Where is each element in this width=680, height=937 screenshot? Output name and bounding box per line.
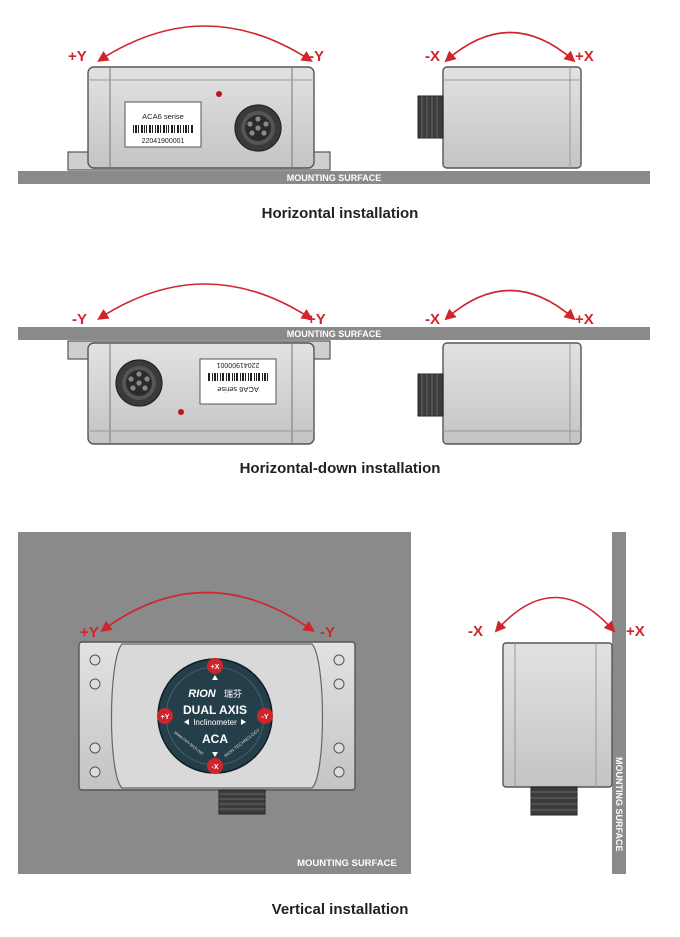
dial-title: DUAL AXIS — [183, 703, 247, 717]
side-bottom-connector — [530, 786, 578, 816]
x-rotation-arrow — [444, 31, 576, 63]
sensor-side-view-vertical — [502, 642, 613, 816]
serial-number: 22041900001 — [142, 138, 185, 145]
plus-x-label: +X — [575, 48, 594, 65]
minus-x-label-down: -X — [425, 311, 440, 328]
dial-subtitle: Inclinometer — [193, 718, 237, 727]
x-rotation-arrow-vertical — [494, 596, 616, 633]
vertical-installation: MOUNTING SURFACE +Y -Y +X -X +Y -Y — [18, 532, 645, 874]
connector-icon-down — [115, 359, 163, 407]
status-led — [216, 91, 222, 97]
product-label-down: ACA6 serise 22041900001 — [199, 358, 277, 405]
sensor-front-view: ACA6 serise 22041900001 — [67, 66, 331, 171]
vertical-wall-label: MOUNTING SURFACE — [614, 757, 624, 852]
horizontal-down-installation: -Y +Y -X +X MOUNTING SURFACE ACA6 serise — [18, 283, 650, 445]
plus-y-label-vertical: +Y — [80, 624, 99, 641]
sensor-side-view — [417, 66, 582, 169]
caption-horizontal-down: Horizontal-down installation — [239, 460, 441, 477]
x-rotation-arrow-down — [444, 289, 576, 321]
minus-x-label-vertical: -X — [468, 623, 483, 640]
dial-mark-minus-y: -Y — [262, 714, 269, 721]
dial-mark-plus-x: +X — [211, 664, 220, 671]
vertical-wall-side — [612, 532, 626, 874]
minus-x-label: -X — [425, 48, 440, 65]
dial-mark-minus-x: -X — [212, 764, 219, 771]
dial-mark-plus-y: +Y — [161, 714, 170, 721]
minus-y-label: -Y — [309, 48, 324, 65]
plus-y-label: +Y — [68, 48, 87, 65]
mounting-surface — [18, 171, 650, 184]
dial-brand: RION — [188, 688, 217, 700]
plus-x-label-vertical: +X — [626, 623, 645, 640]
minus-y-label-vertical: -Y — [320, 624, 335, 641]
mounting-surface-down — [18, 327, 650, 340]
y-rotation-arrow-down — [97, 283, 313, 320]
horizontal-installation: +Y -Y ACA6 serise 22041900001 — [18, 25, 650, 184]
series-label-down: ACA6 serise — [217, 385, 259, 394]
plus-y-label-down: +Y — [307, 311, 326, 328]
status-led-down — [178, 409, 184, 415]
sensor-side-view-down — [417, 342, 582, 445]
series-label: ACA6 serise — [142, 112, 184, 121]
connector-icon — [234, 104, 282, 152]
minus-y-label-down: -Y — [72, 311, 87, 328]
mounting-surface-label: MOUNTING SURFACE — [287, 173, 382, 183]
plus-x-label-down: +X — [575, 311, 594, 328]
vertical-mounting-surface-label: MOUNTING SURFACE — [297, 858, 397, 869]
mounting-surface-label-down: MOUNTING SURFACE — [287, 329, 382, 339]
y-rotation-arrow-vertical — [100, 591, 315, 632]
barcode — [133, 125, 193, 133]
caption-horizontal: Horizontal installation — [261, 205, 419, 222]
serial-number-down: 22041900001 — [216, 361, 259, 368]
dial-face: +X -X +Y -Y RION 瑞芬 DUAL AXIS Inclinomet… — [157, 658, 273, 774]
y-rotation-arrow — [97, 25, 313, 62]
sensor-front-view-down: ACA6 serise 22041900001 — [67, 340, 331, 445]
dial-brand-cn: 瑞芬 — [224, 688, 242, 699]
caption-vertical: Vertical installation — [271, 901, 409, 918]
product-label — [124, 101, 202, 148]
sensor-top-view: +X -X +Y -Y RION 瑞芬 DUAL AXIS Inclinomet… — [78, 641, 356, 815]
dial-model: ACA — [202, 732, 228, 746]
